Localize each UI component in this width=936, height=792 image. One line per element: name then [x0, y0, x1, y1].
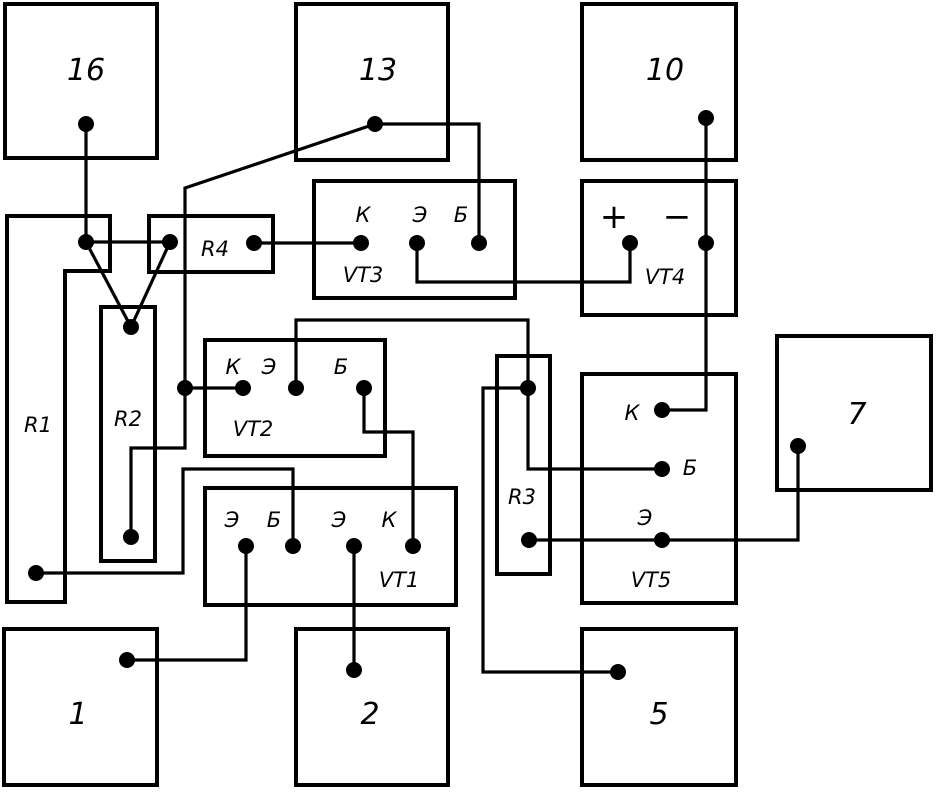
pad-13-label: 13 — [359, 53, 397, 88]
solder-vt3-b — [471, 235, 487, 251]
trace-10-vt5k — [662, 118, 708, 412]
vt3-pin-e-label: Э — [412, 203, 428, 227]
trace-v-right — [129, 241, 172, 328]
solder-vt1-k — [405, 538, 421, 554]
vt1-pin-b-label: Б — [267, 508, 281, 532]
solder-r1-bottom — [28, 565, 44, 581]
vt1-pin-e1-label: Э — [224, 508, 240, 532]
vt1-pin-k-label: К — [382, 508, 398, 532]
r2-label: R2 — [114, 407, 142, 431]
solder-vt4-plus — [622, 235, 638, 251]
transistor-vt5: К Б Э VT5 — [580, 372, 738, 605]
solder-r3-bottom — [521, 532, 537, 548]
r1-label: R1 — [24, 413, 52, 437]
resistor-r3: R3 — [495, 354, 552, 576]
transistor-vt4: + − VT4 — [580, 179, 738, 317]
vt2-pin-k-label: К — [226, 355, 242, 379]
solder-pad-16 — [78, 116, 94, 132]
pad-2-label: 2 — [360, 697, 379, 732]
pad-5: 5 — [580, 627, 738, 787]
solder-pad-10 — [698, 110, 714, 126]
trace-13-bus — [129, 122, 376, 537]
trace-vt3e-vt4plus — [415, 243, 632, 284]
trace-r1-vt1b — [36, 467, 295, 575]
pad-10: 10 — [580, 2, 738, 162]
solder-vt5-e — [654, 532, 670, 548]
solder-vt1-e1 — [238, 538, 254, 554]
solder-pad-2 — [346, 662, 362, 678]
solder-pad-1 — [119, 652, 135, 668]
trace-vt1e-1 — [127, 546, 248, 662]
trace-vt2e-r3 — [294, 318, 530, 388]
trace-vt2b-vt1k — [362, 388, 415, 546]
solder-vt4-minus — [698, 235, 714, 251]
solder-points — [28, 110, 806, 680]
solder-pad-5 — [610, 664, 626, 680]
pad-5-label: 5 — [649, 697, 668, 732]
solder-vt2-k — [235, 380, 251, 396]
solder-vt1-b — [285, 538, 301, 554]
vt1-pin-e2-label: Э — [331, 508, 347, 532]
vt5-label: VT5 — [631, 568, 672, 592]
solder-vt3-k — [353, 235, 369, 251]
pad-10-label: 10 — [646, 53, 684, 88]
vt2-label: VT2 — [233, 417, 274, 441]
vt5-pin-b-label: Б — [683, 456, 697, 480]
pad-16-label: 16 — [67, 53, 105, 88]
solder-pad-13 — [367, 116, 383, 132]
transistor-vt1: Э Б Э К VT1 — [203, 486, 458, 607]
solder-r2-top — [123, 319, 139, 335]
vt3-pin-b-label: Б — [454, 203, 468, 227]
transistor-vt3: К Э Б VT3 — [312, 179, 517, 300]
pad-2: 2 — [294, 627, 450, 787]
vt4-label: VT4 — [645, 265, 686, 289]
pad-7-label: 7 — [847, 397, 866, 432]
pad-7: 7 — [775, 334, 933, 492]
pad-16: 16 — [3, 2, 159, 160]
vt4-plus-label: + — [600, 197, 629, 237]
pad-1-label: 1 — [68, 697, 87, 732]
solder-r3-top — [520, 380, 536, 396]
r3-label: R3 — [508, 485, 536, 509]
pad-1: 1 — [2, 627, 159, 787]
solder-vt2-b — [356, 380, 372, 396]
vt3-label: VT3 — [343, 263, 384, 287]
traces — [36, 118, 800, 674]
resistor-r1: R1 — [5, 214, 112, 604]
solder-vt2-e — [288, 380, 304, 396]
solder-r4-left — [162, 234, 178, 250]
pad-13: 13 — [294, 2, 450, 162]
vt2-pin-e-label: Э — [261, 355, 277, 379]
vt4-minus-label: − — [663, 197, 692, 237]
resistor-r2: R2 — [99, 305, 157, 563]
solder-r4-right — [246, 235, 262, 251]
solder-vt5-k — [654, 402, 670, 418]
solder-vt5-b — [654, 461, 670, 477]
trace-v-left — [84, 241, 133, 328]
solder-bus-vt2 — [177, 380, 193, 396]
vt2-pin-b-label: Б — [334, 355, 348, 379]
solder-pad-7 — [790, 438, 806, 454]
trace-r3-vt5e-7 — [529, 446, 800, 542]
vt5-pin-e-label: Э — [637, 506, 653, 530]
vt5-pin-k-label: К — [625, 401, 641, 425]
solder-junction-r1 — [78, 234, 94, 250]
trace-r3-vt5b — [526, 388, 662, 471]
solder-vt1-e2 — [346, 538, 362, 554]
trace-r3-5 — [481, 386, 618, 674]
vt1-label: VT1 — [379, 568, 420, 592]
vt3-pin-k-label: К — [356, 203, 372, 227]
solder-vt3-e — [409, 235, 425, 251]
solder-r2-bottom — [123, 529, 139, 545]
r4-label: R4 — [201, 237, 229, 261]
trace-13-vt3b — [375, 122, 481, 243]
